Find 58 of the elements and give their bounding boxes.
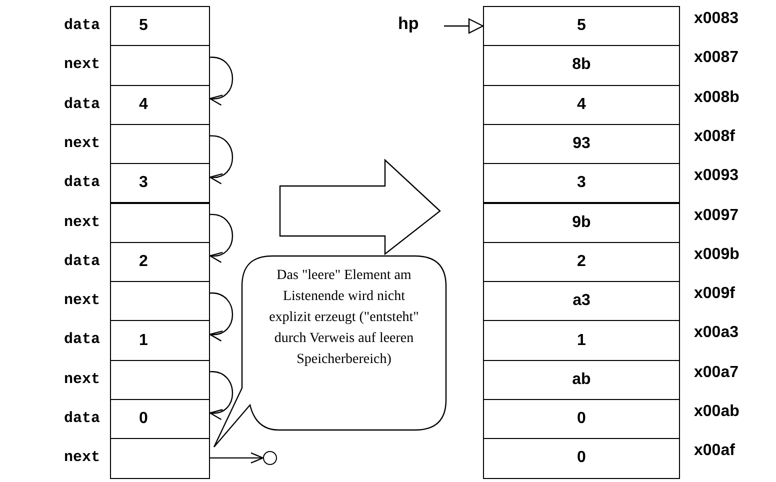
memory-address: x009f [694, 285, 735, 304]
memory-address: x00a7 [694, 364, 738, 382]
field-name: next [64, 56, 100, 74]
memory-cell: 0 [110, 399, 210, 440]
link-arrow [209, 56, 234, 104]
memory-address: x0093 [694, 167, 738, 186]
field-name: data [64, 410, 100, 427]
memory-cell [110, 124, 210, 164]
field-name: data [64, 252, 100, 270]
memory-cell: 5 [110, 6, 210, 46]
memory-cell [110, 438, 210, 479]
speech-bubble: Das "leere" Element am Listenende wird nicht explizit erzeugt ("entsteht" durch Verweis auf leeren Speicherbereich) [212, 255, 447, 449]
memory-cell [110, 202, 210, 243]
memory-address: x0087 [694, 49, 738, 68]
memory-cell: 1 [110, 320, 210, 361]
null-circle [263, 450, 277, 465]
field-name: data [64, 174, 100, 192]
pointer-arrow [444, 18, 484, 34]
field-name: next [64, 214, 100, 230]
memory-address: x00af [694, 442, 735, 460]
field-name: next [64, 449, 100, 466]
link-arrow [209, 371, 234, 419]
memory-cell: 2 [483, 242, 680, 282]
memory-cell [110, 45, 210, 86]
field-name: next [64, 370, 100, 388]
field-name: data [64, 96, 100, 113]
memory-cell: 4 [483, 84, 680, 125]
memory-address: x009b [694, 246, 740, 264]
memory-cell: 93 [483, 124, 680, 164]
link-arrow [210, 452, 264, 464]
memory-cell: 3 [483, 163, 680, 204]
memory-cell: 5 [483, 6, 680, 46]
field-name: data [64, 331, 100, 348]
memory-cell: ab [483, 360, 680, 400]
memory-cell: 1 [483, 320, 680, 361]
memory-address: x00ab [694, 403, 740, 421]
memory-cell: 3 [110, 163, 210, 204]
memory-cell: a3 [483, 281, 680, 322]
memory-address: x008f [694, 128, 735, 146]
memory-address: x008b [694, 88, 740, 107]
memory-cell: 2 [110, 242, 210, 282]
field-name: data [64, 17, 100, 34]
memory-cell: 8b [483, 45, 680, 86]
link-arrow [209, 292, 234, 340]
memory-cell [110, 360, 210, 400]
memory-cell [110, 281, 210, 322]
memory-cell: 9b [483, 202, 680, 243]
pointer-label: hp [398, 14, 432, 38]
memory-address: x00a3 [694, 324, 738, 342]
link-arrow [209, 214, 234, 262]
link-arrow [209, 135, 234, 183]
memory-address: x0097 [694, 206, 738, 224]
memory-address: x0083 [694, 10, 738, 28]
field-name: next [64, 292, 100, 310]
field-name: next [64, 134, 100, 152]
memory-cell: 0 [483, 438, 680, 479]
memory-cell: 4 [110, 84, 210, 125]
memory-cell: 0 [483, 399, 680, 440]
